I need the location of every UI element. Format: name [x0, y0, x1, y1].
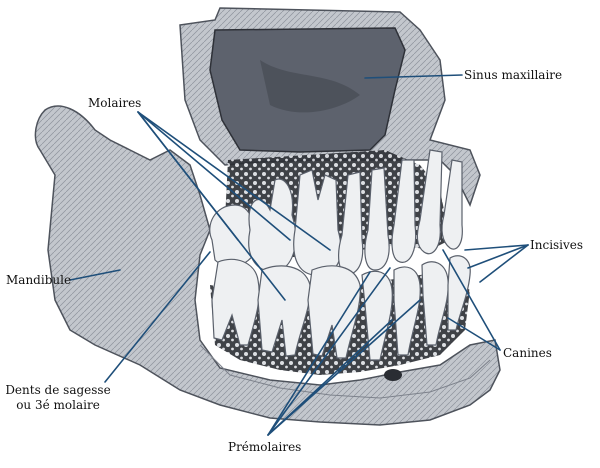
- label-canines: Canines: [503, 346, 552, 360]
- mental-foramen: [384, 369, 402, 381]
- label-molaires: Molaires: [88, 96, 142, 110]
- label-incisives: Incisives: [530, 238, 584, 252]
- leader-line-canines-2: [447, 317, 501, 351]
- mandible-bone: [34, 105, 501, 426]
- label-mandibule: Mandibule: [6, 273, 72, 287]
- label-dents-de-sagesse: Dents de sagesse: [5, 383, 111, 397]
- label-sinus-maxillaire: Sinus maxillaire: [464, 68, 563, 82]
- leader-line-sagesse: [104, 251, 211, 383]
- leader-line-premolaires-2: [267, 267, 391, 436]
- label-premolaires: Prémolaires: [228, 440, 302, 454]
- leader-line-mandibule: [69, 269, 121, 281]
- leader-line-incisives-1: [464, 244, 529, 251]
- label-troisieme-molaire: ou 3é molaire: [16, 398, 100, 412]
- upper-teeth: [209, 149, 463, 276]
- leader-line-premolaires-4: [267, 299, 421, 436]
- leader-line-molaires-2: [137, 111, 331, 251]
- leader-line-incisives-3: [479, 244, 529, 283]
- leader-line-molaires-1: [137, 111, 291, 241]
- leader-line-canines-1: [442, 249, 501, 351]
- leader-line-incisives-2: [467, 244, 529, 269]
- leader-line-premolaires-1: [267, 271, 371, 436]
- leader-line-sinus: [364, 74, 463, 79]
- lower-teeth: [211, 255, 471, 361]
- leader-line-molaires-4: [137, 111, 286, 301]
- leader-lines: [69, 74, 529, 436]
